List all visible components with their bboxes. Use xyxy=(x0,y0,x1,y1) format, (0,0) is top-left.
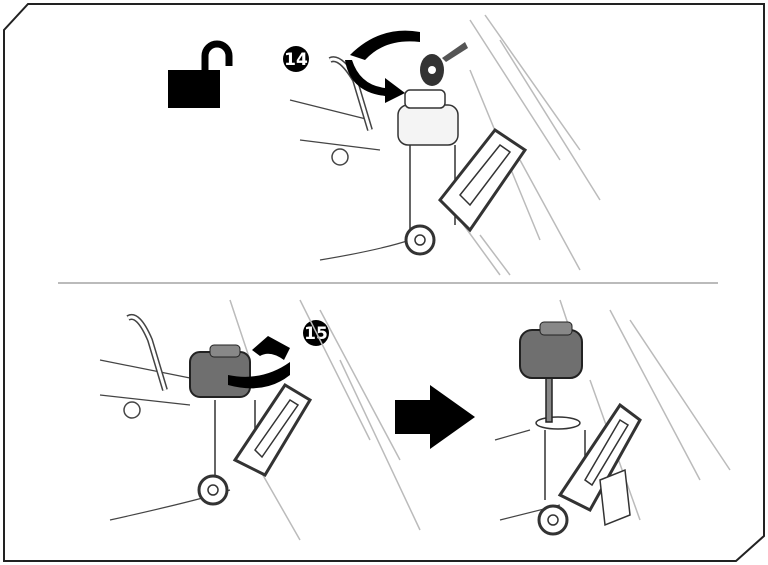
rotate-arrow-icon xyxy=(228,336,290,389)
step-14-badge: 14 xyxy=(283,46,309,72)
fuel-cap-removed-illustration xyxy=(494,299,731,536)
fuel-cap-unscrew-illustration xyxy=(99,299,421,541)
key-icon xyxy=(420,42,468,86)
rotate-arrow-icon xyxy=(345,30,420,103)
fuel-cap-knob xyxy=(189,344,251,398)
svg-text:14: 14 xyxy=(284,50,308,70)
fuel-cap-locked-illustration xyxy=(289,14,601,276)
svg-text:15: 15 xyxy=(304,324,328,344)
fuel-cap-knob xyxy=(519,321,583,379)
next-arrow-icon xyxy=(395,385,475,449)
unlock-icon xyxy=(168,40,233,108)
frame-border xyxy=(3,3,765,562)
